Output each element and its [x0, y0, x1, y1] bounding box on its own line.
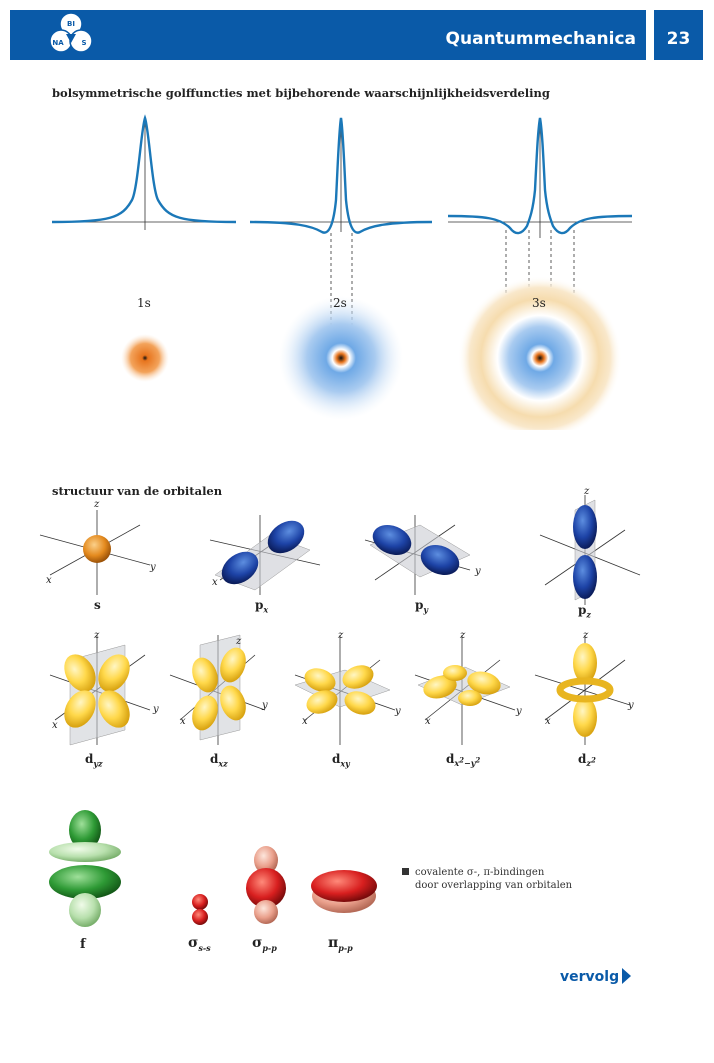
axis-y-dyz: y: [153, 704, 159, 715]
next-label: vervolg: [560, 969, 620, 985]
label-py: py: [415, 598, 429, 615]
axis-x-px: x: [212, 577, 218, 588]
axis-y-s: y: [150, 562, 156, 573]
wavefunction-heading: bolsymmetrische golffuncties met bijbeho…: [52, 86, 550, 100]
label-sigma-pp: σp-p: [252, 935, 277, 953]
axis-z-dxy: z: [338, 630, 344, 641]
axis-z-pz: z: [584, 486, 590, 497]
label-3s: 3s: [532, 296, 546, 310]
axis-x-dyz: x: [52, 720, 58, 731]
axis-y-dx2y2: y: [516, 706, 522, 717]
chapter-title: Quantummechanica: [445, 29, 636, 49]
axis-z-dyz: z: [94, 630, 100, 641]
axis-y-dxz: y: [262, 700, 268, 711]
bonding-note: covalente σ-, π-bindingen door overlappi…: [402, 866, 572, 892]
label-pi-pp: πp-p: [328, 935, 353, 953]
label-2s: 2s: [333, 296, 347, 310]
label-dx2y2: dx2−y2: [446, 752, 481, 769]
axis-x-dx2y2: x: [425, 716, 431, 727]
orbital-structures-figure: [39, 495, 641, 746]
label-1s: 1s: [137, 296, 151, 310]
label-px: px: [255, 598, 269, 615]
axis-z-s: z: [94, 499, 100, 510]
header-divider: [646, 10, 654, 60]
axis-y-py: y: [475, 566, 481, 577]
axis-y-dz2: y: [628, 700, 634, 711]
label-s: s: [94, 598, 101, 612]
label-dz2: dz2: [578, 752, 596, 769]
wavefunction-figure: [51, 114, 633, 430]
next-page-link[interactable]: vervolg: [560, 968, 632, 985]
axis-z-dz2: z: [583, 630, 589, 641]
svg-text:NA: NA: [52, 39, 64, 47]
axis-z-dxz: z: [236, 636, 242, 647]
bullet-square-icon: [402, 868, 409, 875]
orbitals-heading: structuur van de orbitalen: [52, 484, 223, 498]
axis-y-dxy: y: [395, 706, 401, 717]
label-sigma-ss: σs-s: [188, 935, 211, 953]
bonding-figure: [49, 810, 377, 927]
next-arrow-icon: [622, 968, 632, 984]
note-line-2: door overlapping van orbitalen: [415, 880, 573, 891]
axis-x-dz2: x: [545, 716, 551, 727]
label-pz: pz: [578, 603, 591, 620]
svg-text:BI: BI: [67, 20, 75, 28]
note-line-1: covalente σ-, π-bindingen: [415, 867, 545, 878]
page-header: Quantummechanica 23: [10, 10, 703, 60]
svg-text:S: S: [81, 39, 86, 47]
label-f: f: [80, 937, 86, 952]
label-dyz: dyz: [85, 752, 103, 769]
label-dxy: dxy: [332, 752, 350, 769]
axis-x-dxz: x: [180, 716, 186, 727]
label-dxz: dxz: [210, 752, 228, 769]
logo-icon: BI NA S: [49, 12, 93, 53]
axis-x-s: x: [46, 575, 52, 586]
axis-z-dx2y2: z: [460, 630, 466, 641]
page-number: 23: [666, 29, 691, 49]
axis-x-dxy: x: [302, 716, 308, 727]
